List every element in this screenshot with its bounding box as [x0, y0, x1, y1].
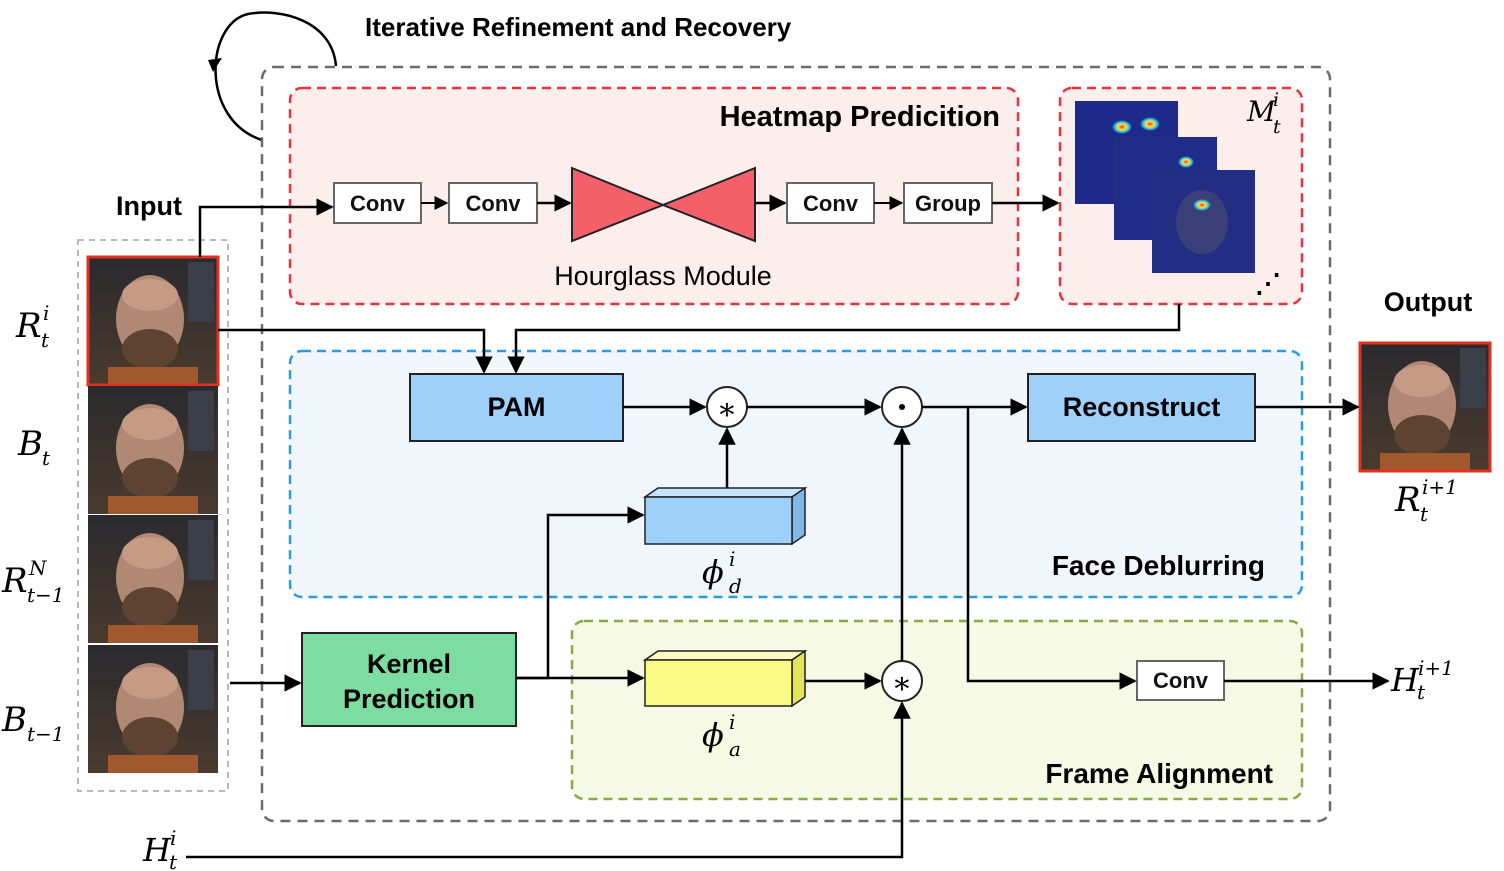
arrow-heatmap-to-pam — [507, 304, 1181, 374]
arrow-hidden-in-to-conv — [186, 701, 911, 859]
arrow-dot-to-alignconv — [966, 407, 1137, 690]
diagram-title: Iterative Refinement and Recovery — [365, 12, 792, 42]
phi-a-symbol: ϕ — [702, 716, 724, 754]
hidden-out-sub: t — [1417, 680, 1426, 704]
deblur-conv-symbol: ∗ — [717, 392, 737, 427]
phi-d-sup: i — [729, 547, 735, 571]
hourglass-module-label: Hourglass Module — [554, 261, 772, 291]
group-label: Group — [915, 191, 981, 216]
iteration-loop-arrowhead — [208, 58, 222, 72]
iteration-loop-arrow — [214, 11, 338, 142]
kernel-label-line1: Kernel — [367, 649, 451, 679]
heatmap-conv-label-1: Conv — [350, 191, 406, 216]
heatmap-section-box — [288, 86, 1020, 306]
hidden-in-symbol: H — [142, 831, 172, 869]
phi-a-sup: i — [729, 710, 735, 734]
input-symbol-4: B — [1, 700, 27, 740]
arrow-input-to-heatmap — [198, 198, 334, 257]
heatmap-symbol-sub: t — [1273, 116, 1281, 138]
output-symbol: R — [1394, 480, 1421, 520]
input-frame-r-t-1-n — [88, 515, 218, 643]
reconstruct-label: Reconstruct — [1063, 392, 1221, 422]
align-conv-block — [1136, 660, 1225, 701]
elementwise-dot — [899, 404, 905, 410]
heatmap-conv-block-3 — [786, 182, 875, 224]
heatmap-section-title: Heatmap Predicition — [720, 101, 1000, 133]
align-section-title: Frame Alignment — [1045, 758, 1273, 789]
input-symbol-2: B — [17, 424, 43, 464]
heatmap-ellipsis: ⋰ — [1255, 268, 1281, 298]
main-module-box — [260, 65, 1332, 823]
hidden-in-sup: i — [170, 826, 176, 850]
pam-label: PAM — [488, 392, 546, 422]
output-label: Output — [1384, 287, 1472, 317]
deblur-section-title: Face Deblurring — [1052, 550, 1265, 581]
hidden-in-sub: t — [169, 850, 178, 871]
input-label: Input — [116, 191, 182, 221]
input-frame-r-t-i — [86, 255, 220, 387]
heatmap-conv-label-2: Conv — [466, 191, 522, 216]
kernel-prediction-block — [301, 632, 517, 727]
heatmap-symbol-sup: i — [1273, 89, 1279, 111]
output-symbol-sub: t — [1420, 502, 1429, 526]
heatmap-symbol: M — [1246, 95, 1277, 128]
phi-d-feature-block — [642, 486, 808, 546]
phi-a-sub: a — [729, 737, 741, 761]
align-conv-label: Conv — [1153, 668, 1209, 693]
input-symbol-3: R — [1, 561, 28, 601]
output-symbol-sup: i+1 — [1422, 475, 1458, 499]
group-block — [903, 182, 993, 224]
heatmap-image-3 — [1152, 170, 1255, 273]
input-symbol-1: R — [15, 306, 42, 346]
phi-a-feature-block — [642, 649, 808, 708]
pam-block — [409, 373, 624, 442]
input-symbol-1-sup: i — [43, 301, 49, 325]
input-frame-b-t — [88, 386, 218, 514]
align-conv-symbol: ∗ — [892, 666, 912, 701]
arrow-input-to-pam — [218, 328, 493, 374]
input-symbol-3-sup: N — [28, 556, 48, 580]
input-symbol-4-sub: t−1 — [27, 722, 65, 746]
phi-d-symbol: ϕ — [702, 553, 724, 591]
input-symbol-3-sub: t−1 — [27, 583, 65, 607]
hourglass-module-shape — [571, 166, 666, 243]
phi-d-sub: d — [729, 574, 742, 598]
input-frame-b-t-1 — [88, 645, 218, 773]
input-symbol-1-sub: t — [41, 328, 50, 352]
hidden-out-sup: i+1 — [1418, 656, 1454, 680]
hidden-out-symbol: H — [1390, 661, 1420, 699]
input-symbol-2-sub: t — [42, 446, 51, 470]
hourglass-module-shape-right — [660, 166, 756, 243]
output-frame — [1358, 341, 1492, 473]
heatmap-conv-label-3: Conv — [803, 191, 859, 216]
kernel-label-line2: Prediction — [343, 684, 475, 714]
input-stack-box — [77, 239, 229, 792]
reconstruct-block — [1027, 373, 1256, 442]
